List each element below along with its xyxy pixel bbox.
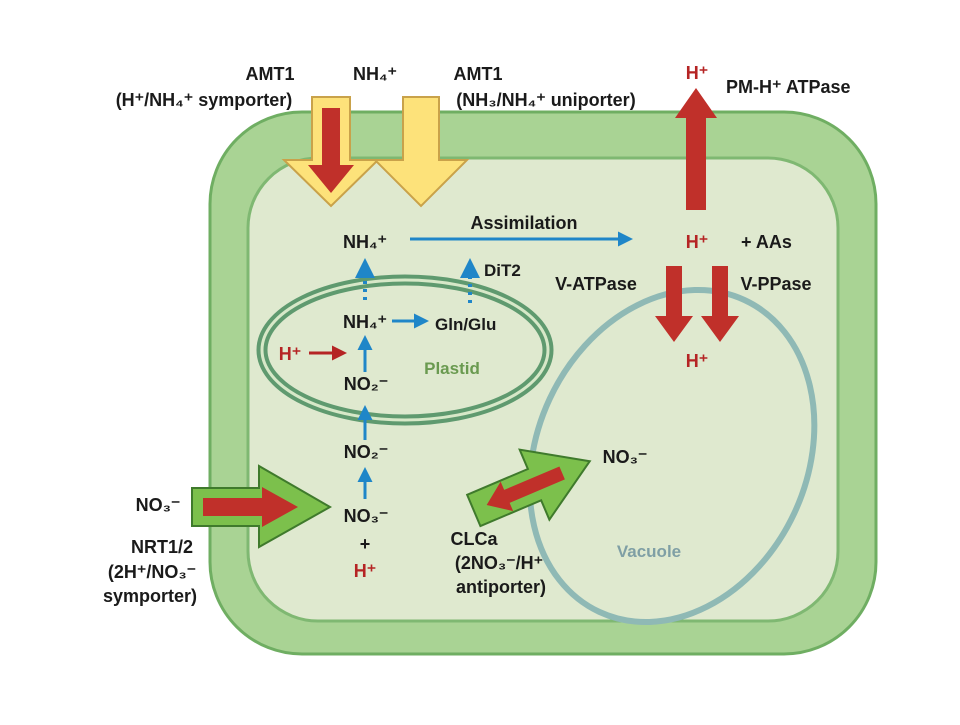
h-vacuole-label: H⁺ [686, 351, 709, 371]
clca-subtitle-1: (2NO₃⁻/H⁺ [455, 553, 543, 573]
nh4-plastid-label: NH₄⁺ [343, 312, 387, 332]
nh4-cyto-label: NH₄⁺ [343, 232, 387, 252]
clca-antiporter-arrow [465, 448, 592, 528]
clca-subtitle-2: antiporter) [456, 577, 546, 597]
h-cyto-label: H⁺ [686, 232, 709, 252]
no3-outside-label: NO₃⁻ [136, 495, 181, 515]
h-top-label: H⁺ [686, 63, 709, 83]
nh4-top-label: NH₄⁺ [353, 64, 397, 84]
amt1-symporter-inner-red-arrow [308, 108, 354, 193]
amt1-left-subtitle: (H⁺/NH₄⁺ symporter) [116, 90, 293, 110]
nrt-subtitle-2: symporter) [103, 586, 197, 606]
amt1-right-title: AMT1 [454, 64, 503, 84]
nrt-inner-red-arrow [203, 487, 298, 527]
plus-label: + [360, 534, 371, 554]
amt1-left-title: AMT1 [246, 64, 295, 84]
pm-atpase-arrow [675, 88, 717, 210]
no2-plastid-label: NO₂⁻ [344, 374, 389, 394]
plus-aas-label: + AAs [741, 232, 792, 252]
no2-cyto-label: NO₂⁻ [344, 442, 389, 462]
vacuole-label: Vacuole [617, 542, 681, 561]
plastid-inner [260, 278, 550, 422]
no3-cyto-label: NO₃⁻ [344, 506, 389, 526]
no3-vacuole-label: NO₃⁻ [603, 447, 648, 467]
nrt-title: NRT1/2 [131, 537, 193, 557]
nrt-subtitle-1: (2H⁺/NO₃⁻ [108, 562, 196, 582]
v-atpase-arrow [655, 266, 693, 342]
amt1-right-subtitle: (NH₃/NH₄⁺ uniporter) [456, 90, 635, 110]
h-no3-label: H⁺ [354, 561, 377, 581]
v-ppase-label: V-PPase [740, 274, 811, 294]
amt1-uniporter-arrow [372, 96, 470, 208]
dit2-label: DiT2 [484, 261, 521, 280]
v-atpase-label: V-ATPase [555, 274, 637, 294]
vacuole-membrane [526, 287, 818, 625]
clca-title: CLCa [450, 529, 498, 549]
gln-glu-label: Gln/Glu [435, 315, 496, 334]
pm-atpase-label: PM-H⁺ ATPase [726, 77, 851, 97]
assimilation-label: Assimilation [470, 213, 577, 233]
plastid-label: Plastid [424, 359, 480, 378]
cytoplasm [246, 156, 840, 623]
v-ppase-arrow [701, 266, 739, 342]
h-plastid-label: H⁺ [279, 344, 302, 364]
